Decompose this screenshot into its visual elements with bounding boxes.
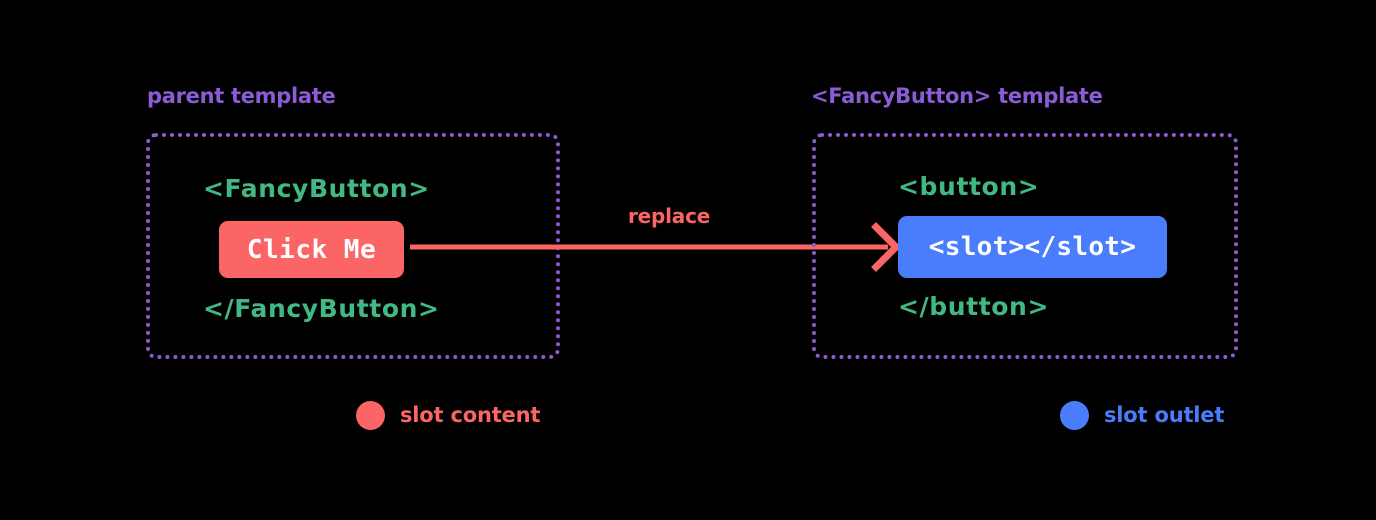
legend-item-slot-outlet: slot outlet — [1060, 401, 1224, 430]
fancybutton-template-title: <FancyButton> template — [811, 84, 1103, 108]
legend-dot-blue-icon — [1060, 401, 1089, 430]
slot-content-chip-label: Click Me — [246, 234, 377, 265]
legend-item-slot-content: slot content — [356, 401, 540, 430]
legend-label-slot-content: slot content — [400, 403, 541, 427]
code-tag-close-button: </button> — [898, 292, 1049, 321]
code-tag-close-fancybutton: </FancyButton> — [203, 294, 440, 323]
code-tag-open-button: <button> — [898, 172, 1040, 201]
parent-template-title: parent template — [147, 84, 336, 108]
replace-arrow-icon — [410, 222, 901, 272]
legend-label-slot-outlet: slot outlet — [1104, 403, 1225, 427]
legend-dot-red-icon — [356, 401, 385, 430]
fancybutton-template-box — [812, 133, 1238, 359]
slot-content-chip[interactable]: Click Me — [219, 221, 404, 278]
slot-outlet-chip[interactable]: <slot></slot> — [898, 216, 1167, 278]
replace-label: replace — [628, 204, 711, 228]
code-tag-open-fancybutton: <FancyButton> — [203, 174, 430, 203]
slot-outlet-chip-label: <slot></slot> — [928, 232, 1137, 262]
